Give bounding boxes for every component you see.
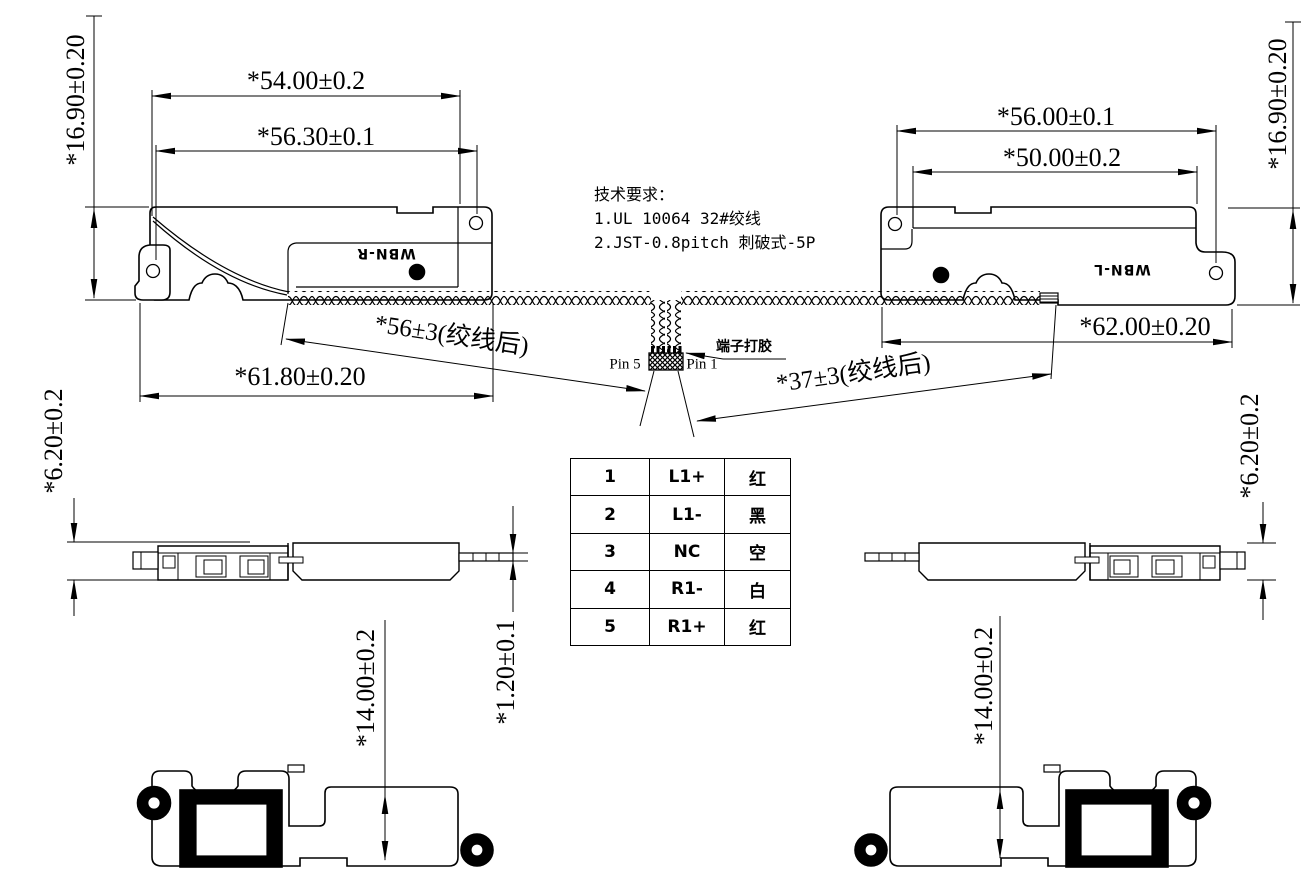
right-speaker-label: WBN-L [1093,261,1151,277]
dim-label-16-90-right: *16.90±0.20 [1263,38,1292,170]
right-speaker-top-view [880,206,1236,306]
left-ear-hole [145,263,161,279]
left-speaker-top-view [134,206,493,301]
pin-cell: 4 [570,570,650,609]
wire-ferrule [1039,292,1059,304]
notes-title: 技术要求： [594,185,675,204]
dimension-lines [70,92,1297,861]
dim-label-16-90-left: *16.90±0.20 [61,34,90,166]
dim-label-14-left: *14.00±0.2 [351,628,380,748]
signal-cell: R1- [649,570,725,609]
signal-cell: L1+ [649,457,725,497]
right-side-view [864,542,1246,581]
left-speaker-label: WBN-R [356,245,416,261]
dim-label-56-00: *56.00±0.1 [996,102,1116,131]
solder-dot [932,266,950,284]
left-side-view [132,542,514,581]
pin-cell: 5 [570,607,650,647]
dim-56-wire [285,338,646,392]
right-ear-hole [468,215,484,231]
dim-label-54: *54.00±0.2 [246,66,366,95]
wire-harness [288,291,1059,371]
solder-dot [408,263,426,281]
notes-line2: 2.JST-0.8pitch 刺破式-5P [594,233,816,252]
pin-cell: 3 [570,532,650,572]
dim-label-61-80: *61.80±0.20 [234,362,366,391]
technical-notes: 技术要求： 1.UL 10064 32#绞线 2.JST-0.8pitch 刺破… [594,183,815,255]
cone-edge-arc [152,220,288,296]
right-ear-hole [1208,265,1224,281]
dim-label-6-20-right: *6.20±0.2 [1235,393,1264,499]
color-cell: 黑 [724,495,791,534]
color-cell: 空 [724,532,791,572]
notes-line1: 1.UL 10064 32#绞线 [594,209,761,228]
dim-label-56-30: *56.30±0.1 [256,122,376,151]
color-cell: 红 [724,457,791,497]
signal-cell: L1- [649,495,725,534]
color-cell: 白 [724,570,791,609]
signal-cell: NC [649,532,725,572]
glue-note-label: 端子打胶 [716,339,772,355]
twisted-wire-right [681,291,1040,305]
left-ear-hole [887,216,903,232]
dim-37-wire [696,373,1052,422]
color-cell: 红 [724,607,791,647]
connector-5p [648,346,684,371]
twisted-wire-left [288,291,651,305]
pin1-label: Pin 1 [686,356,718,373]
dim-label-14-right: *14.00±0.2 [969,626,998,746]
dim-label-50-00: *50.00±0.2 [1002,143,1122,172]
left-bottom-view [136,764,494,868]
pin-cell: 2 [570,495,650,534]
signal-cell: R1+ [649,607,725,647]
dim-label-62-00: *62.00±0.20 [1079,312,1211,341]
glue-leader-arrow [685,352,724,360]
right-bottom-view [854,764,1212,868]
pin-cell: 1 [570,457,650,497]
dim-label-1-20: *1.20±0.1 [491,619,520,725]
dim-label-6-20-left: *6.20±0.2 [39,388,68,494]
pin5-label: Pin 5 [609,356,641,373]
